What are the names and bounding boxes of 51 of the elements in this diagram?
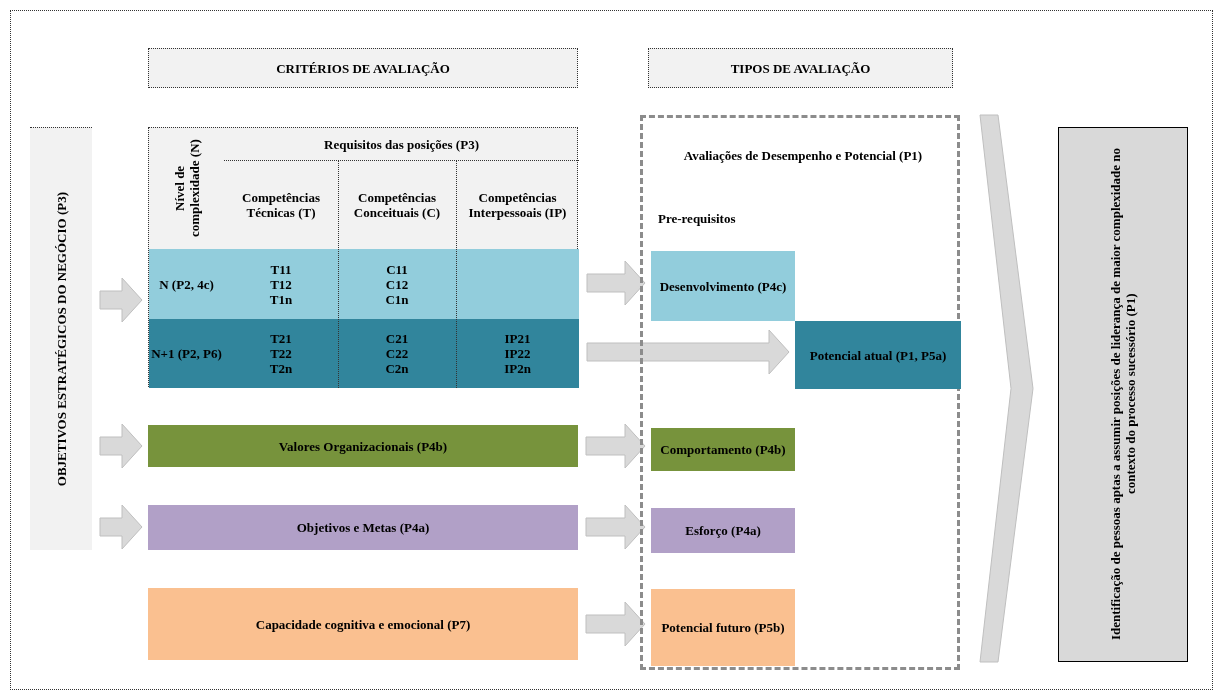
box-text: Pre-requisitos	[658, 210, 736, 226]
table-header-text: Competências Interpessoais (IP)	[467, 189, 568, 220]
block-arrow	[99, 277, 143, 323]
table-cell-text: N (P2, 4c)	[159, 276, 214, 292]
block-arrow	[979, 114, 1034, 663]
result-box	[1058, 127, 1188, 662]
assessment-box	[651, 508, 795, 553]
box-text: Potencial futuro (P5b)	[661, 620, 785, 635]
criterion-bar	[148, 505, 578, 550]
table-cell-text: T21 T22 T2n	[269, 331, 293, 376]
requirements-table	[148, 127, 578, 387]
table-header-text: Requisitos das posições (P3)	[324, 136, 479, 152]
block-arrow	[586, 260, 646, 306]
block-arrow	[585, 423, 646, 469]
table-cell-text: T11 T12 T1n	[269, 261, 293, 307]
section-header	[648, 48, 953, 88]
block-arrow	[585, 601, 646, 647]
block-arrow	[99, 423, 143, 469]
table-cell-text: N+1 (P2, P6)	[151, 346, 222, 361]
table-row	[149, 249, 579, 319]
box-text: Comportamento (P4b)	[660, 442, 786, 457]
box-text: Capacidade cognitiva e emocional (P7)	[255, 616, 471, 632]
box-text: CRITÉRIOS DE AVALIAÇÃO	[276, 60, 450, 76]
vertical-banner	[30, 127, 92, 550]
block-arrow	[99, 504, 143, 550]
box-text: Potencial atual (P1, P5a)	[809, 347, 947, 363]
table-header-text: Nível de complexidade (N)	[171, 138, 202, 240]
table-cell-text: IP21 IP22 IP2n	[504, 331, 531, 376]
assessment-box	[795, 321, 961, 389]
assessment-box	[651, 251, 795, 321]
box-text: Objetivos e Metas (P4a)	[296, 520, 430, 535]
assessment-box	[651, 428, 795, 471]
dashed-group-box	[640, 115, 960, 670]
table-row	[149, 319, 579, 388]
section-header	[148, 48, 578, 88]
block-arrow	[586, 329, 790, 375]
box-text: Valores Organizacionais (P4b)	[278, 438, 448, 454]
box-text: TIPOS DE AVALIAÇÃO	[730, 60, 871, 76]
vertical-label: Identificação de pessoas aptas a assumir posições de liderança de maior complexidade no contexto do processo sucessório (P1)	[1107, 146, 1138, 643]
criterion-bar	[148, 588, 578, 660]
table-cell-text: C11 C12 C1n	[385, 261, 409, 307]
table-header-text: Competências Técnicas (T)	[241, 189, 321, 220]
criterion-bar	[148, 425, 578, 467]
box-text: Avaliações de Desempenho e Potencial (P1)	[683, 148, 923, 163]
table-header-text: Competências Conceituais (C)	[352, 189, 442, 220]
box-text: Desenvolvimento (P4c)	[659, 278, 787, 294]
table-cell-text: C21 C22 C2n	[385, 331, 409, 376]
box-text: Esforço (P4a)	[685, 523, 761, 538]
assessment-box	[651, 589, 795, 666]
block-arrow	[585, 504, 646, 550]
vertical-label: OBJETIVOS ESTRATÉGICOS DO NEGÓCIO (P3)	[53, 192, 69, 487]
